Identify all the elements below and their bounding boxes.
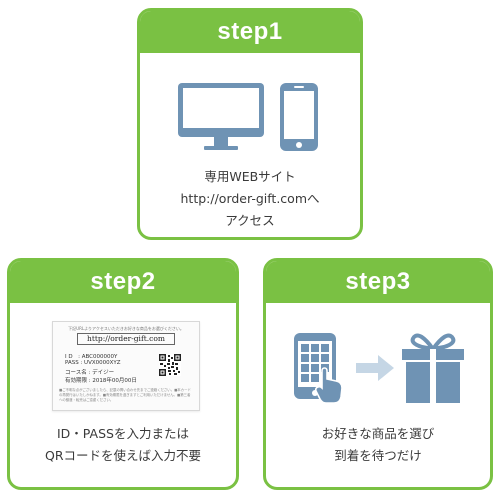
step3-card: step3 お好きな商品を選び 到着を待つだけ — [263, 258, 493, 490]
arrow-right-icon — [356, 355, 394, 381]
step3-desc-line-2: 到着を待つだけ — [334, 448, 422, 463]
step3-description: お好きな商品を選び 到着を待つだけ — [266, 423, 490, 467]
step2-description: ID・PASSを入力または QRコードを使えば入力不要 — [10, 423, 236, 467]
step2-desc-line-2: QRコードを使えば入力不要 — [44, 448, 202, 463]
step1-desc-line-2: http://order-gift.comへ — [180, 191, 320, 206]
step2-card: step2 下記URLよりアクセスいただきお好きな商品をお選びください。 htt… — [7, 258, 239, 490]
step1-title: step1 — [140, 11, 360, 53]
step1-card: step1 専用WEBサイト http://order-gift.comへ アク… — [137, 8, 363, 240]
step1-description: 専用WEBサイト http://order-gift.comへ アクセス — [140, 166, 360, 232]
gift-card-expiry: 有効期限 : 2018年00月00日 — [65, 378, 137, 384]
desktop-monitor-icon — [178, 83, 264, 150]
step3-desc-line-1: お好きな商品を選び — [321, 426, 435, 441]
gift-card-footer: ■ご不明な点がございましたら、記載の問い合わせ先までご連絡ください。■本カードの… — [59, 388, 191, 402]
gift-card-image: 下記URLよりアクセスいただきお好きな商品をお選びください。 http://or… — [52, 321, 200, 411]
gift-card-course: コース名 : デイジー — [65, 370, 115, 376]
qr-code-icon — [159, 354, 181, 376]
gift-card-url: http://order-gift.com — [77, 333, 175, 345]
phone-select-icon — [294, 333, 343, 404]
step2-desc-line-1: ID・PASSを入力または — [57, 426, 189, 441]
gift-box-icon — [402, 333, 464, 403]
step2-title: step2 — [10, 261, 236, 303]
step1-desc-line-3: アクセス — [225, 213, 275, 228]
step3-title: step3 — [266, 261, 490, 303]
smartphone-icon — [280, 83, 318, 151]
gift-card-top-text: 下記URLよりアクセスいただきお好きな商品をお選びください。 — [68, 326, 184, 331]
gift-card-id: I D : ABC000000Y — [65, 354, 118, 360]
gift-card-pass: PASS : UVX0000XYZ — [65, 360, 121, 366]
step1-desc-line-1: 専用WEBサイト — [204, 169, 296, 184]
